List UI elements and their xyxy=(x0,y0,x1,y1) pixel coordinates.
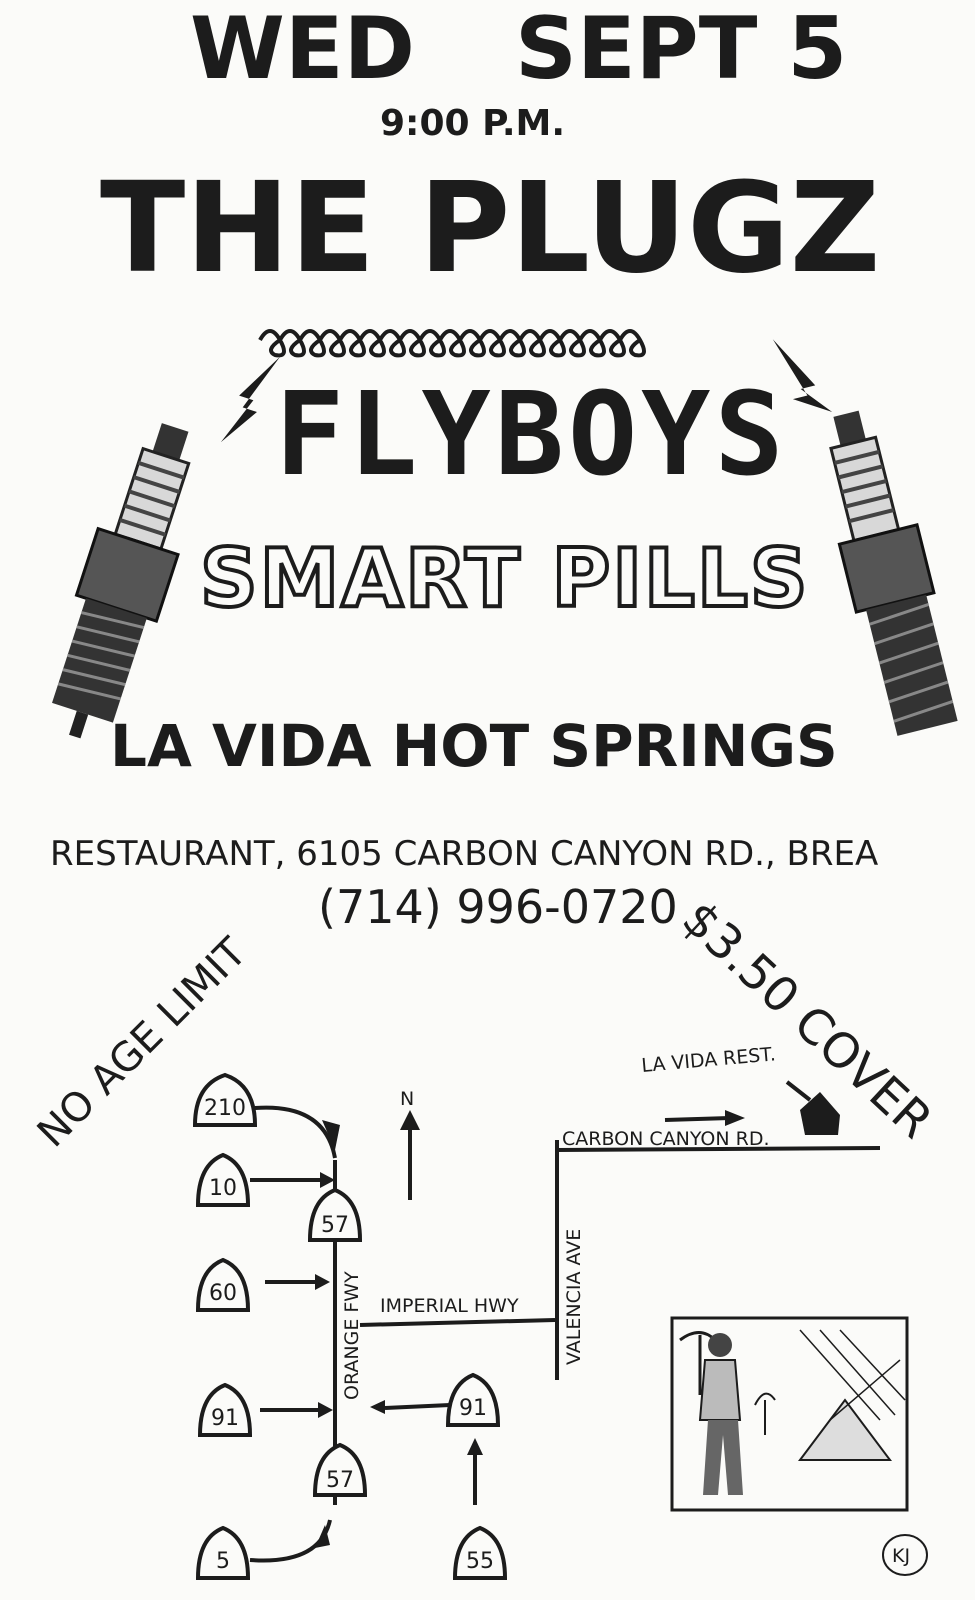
venue-address: RESTAURANT, 6105 CARBON CANYON RD., BREA xyxy=(50,834,879,874)
event-date: SEPT 5 xyxy=(515,0,848,99)
venue-phone: (714) 996-0720 xyxy=(318,880,678,934)
support-band-flyboys: FLYBOYS xyxy=(275,368,788,502)
shield-57-north: 57 xyxy=(321,1213,349,1238)
carbon-canyon-label: CARBON CANYON RD. xyxy=(562,1128,770,1150)
headliner-band: THE PLUGZ xyxy=(100,156,881,301)
shield-91-west: 91 xyxy=(211,1406,239,1431)
coil-decoration xyxy=(258,329,646,358)
la-vida-building-icon xyxy=(800,1092,840,1135)
support-band-smart-pills: SMART PILLS xyxy=(198,532,810,625)
shield-91-east: 91 xyxy=(459,1396,487,1421)
artist-signature-circle xyxy=(882,1534,928,1576)
spark-plug-left-icon xyxy=(52,356,281,739)
spark-plug-right-icon xyxy=(772,339,958,736)
shield-60: 60 xyxy=(209,1281,237,1306)
orange-fwy-label: ORANGE FWY xyxy=(341,1271,363,1400)
imperial-hwy-label: IMPERIAL HWY xyxy=(380,1295,519,1317)
shield-55: 55 xyxy=(466,1549,494,1574)
map-arrows xyxy=(315,1092,840,1548)
north-label: N xyxy=(400,1088,414,1110)
highway-shields xyxy=(192,1072,508,1580)
destination-label: LA VIDA REST. xyxy=(641,1043,777,1077)
shield-5: 5 xyxy=(216,1549,230,1574)
shield-210: 210 xyxy=(204,1096,246,1121)
artist-initials: KJ xyxy=(892,1545,910,1567)
explorer-illustration xyxy=(670,1316,909,1512)
venue-name: LA VIDA HOT SPRINGS xyxy=(110,712,838,780)
event-day: WED xyxy=(190,0,415,99)
event-time: 9:00 P.M. xyxy=(380,103,566,144)
shield-10: 10 xyxy=(209,1176,237,1201)
valencia-ave-label: VALENCIA AVE xyxy=(563,1229,585,1365)
shield-57-south: 57 xyxy=(326,1468,354,1493)
